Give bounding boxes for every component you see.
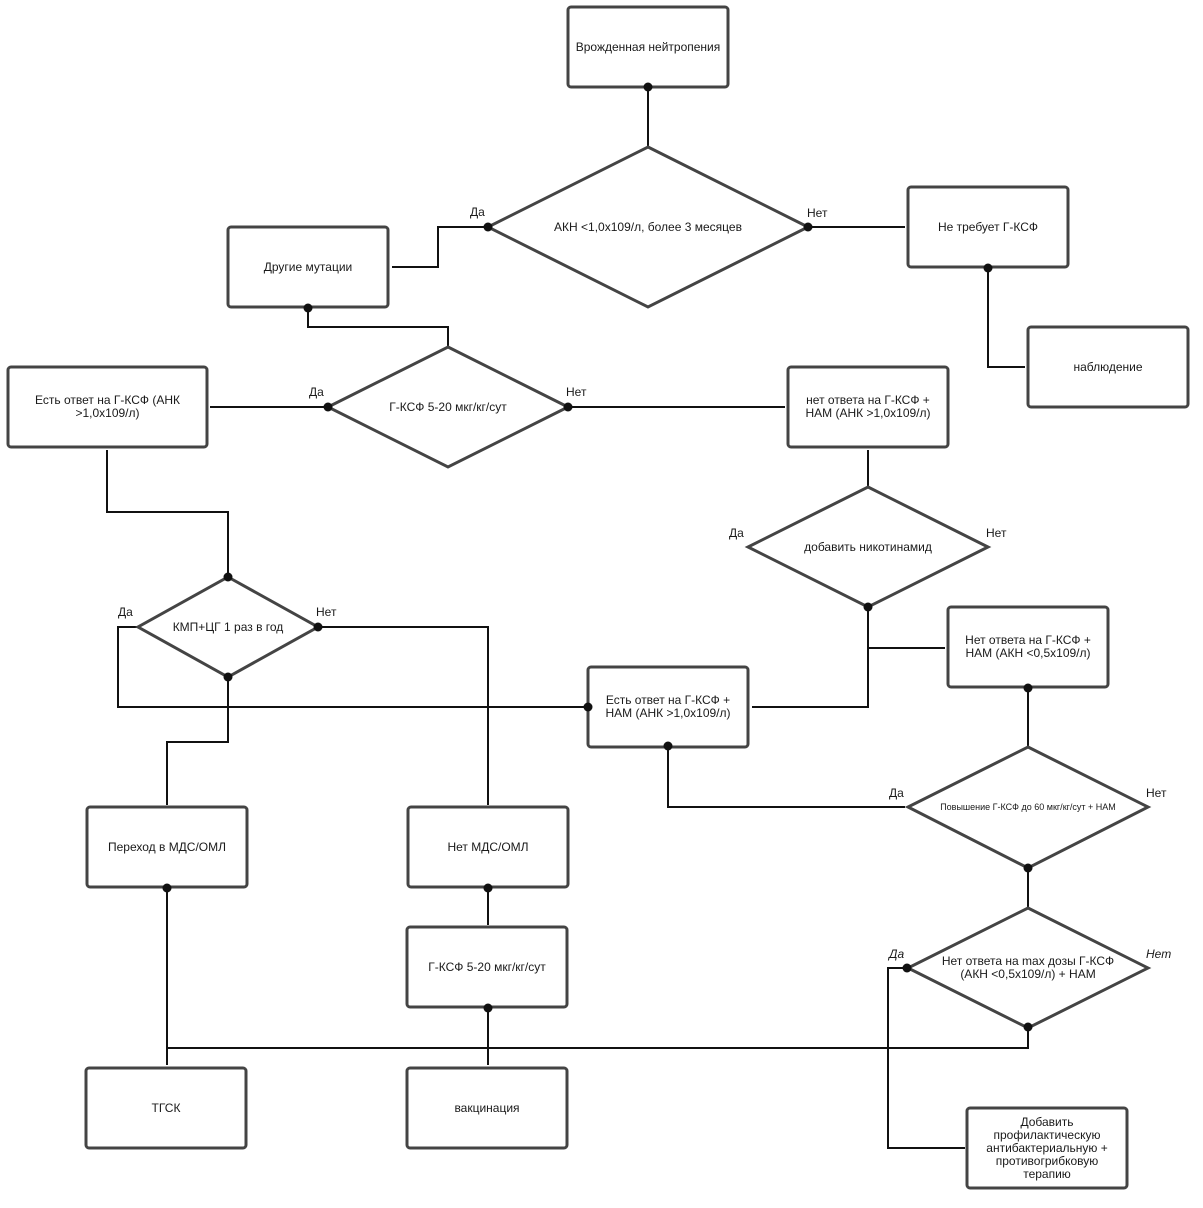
edge-max-yes-to-prophyl [887, 967, 965, 1149]
edge-other-to-gksf [307, 308, 449, 347]
node-no-response-nam[interactable] [786, 365, 950, 449]
dot [563, 402, 573, 412]
dot [803, 222, 813, 232]
decision-nicotinamide-label: добавить никотинамид [804, 539, 932, 554]
decision-kmp-label: КМП+ЦГ 1 раз в год [172, 619, 284, 634]
dot [303, 303, 313, 313]
dot [323, 402, 333, 412]
edge-label-kmp-no: Нет [316, 605, 337, 619]
node-no-response-nam2-label: Нет ответа на Г-КСФ + НАМ (АКН <0,5х109/… [965, 633, 1091, 660]
dot [483, 1003, 493, 1013]
dot [223, 572, 233, 582]
dot [1023, 863, 1033, 873]
node-mds-label: Переход в МДС/ОМЛ [107, 839, 227, 854]
node-tgsk-label: ТГСК [151, 1100, 181, 1115]
dot [1023, 683, 1033, 693]
edge-nogksf-to-observation [987, 268, 1025, 368]
decision-gksf-label: Г-КСФ 5-20 мкг/кг/сут [389, 399, 507, 414]
dot [483, 883, 493, 893]
node-observation-label: наблюдение [1073, 359, 1143, 374]
node-response-gksf-label: Есть ответ на Г-КСФ (АНК >1,0х109/л) [35, 393, 180, 420]
node-gksf-box-label: Г-КСФ 5-20 мкг/кг/сут [428, 959, 546, 974]
edge-label-raise-no: Нет [1146, 786, 1167, 800]
edge-label-raise-yes: Да [889, 786, 904, 800]
node-no-response-nam-label: нет ответа на Г-КСФ + НАМ (АНК >1,0х109/… [805, 393, 931, 420]
node-no-gksf-label: Не требует Г-КСФ [937, 219, 1039, 234]
decision-gksf[interactable] [324, 345, 572, 469]
edge-label-akn-yes: Да [470, 205, 485, 219]
edge-raise-yes-to-respnam [667, 746, 905, 808]
decision-max-dose-label: Нет ответа на max дозы Г-КСФ (АКН <0,5х1… [941, 954, 1115, 981]
dot [1023, 1022, 1033, 1032]
node-vaccination-label: вакцинация [454, 1100, 520, 1115]
edge-max-to-tgsk [167, 1027, 1029, 1049]
node-vaccination[interactable] [405, 1066, 569, 1150]
node-prophylaxis-label: Добавить профилактическую антибактериаль… [986, 1114, 1108, 1181]
dot [162, 883, 172, 893]
decision-akn[interactable] [484, 145, 812, 309]
edge-nico-to-respnam [752, 648, 869, 708]
node-observation[interactable] [1026, 325, 1190, 409]
node-other-mutations-label: Другие мутации [263, 259, 353, 274]
dot [983, 263, 993, 273]
dot [483, 222, 493, 232]
edge-kmp-yes-loop [117, 626, 588, 708]
edge-kmp-no-to-nomds [318, 626, 489, 805]
edge-akn-yes-to-other [392, 226, 488, 268]
edge-label-nico-yes: Да [729, 526, 744, 540]
node-response-nam-label: Есть ответ на Г-КСФ + НАМ (АНК >1,0х109/… [605, 693, 731, 720]
dot [313, 622, 323, 632]
node-tgsk[interactable] [84, 1066, 248, 1150]
dot [643, 82, 653, 92]
edge-label-gksf-no: Нет [566, 385, 587, 399]
dot [863, 602, 873, 612]
dot [223, 672, 233, 682]
edge-label-max-no: Нет [1146, 947, 1172, 961]
dot [583, 702, 593, 712]
node-no-mds-label: Нет МДС/ОМЛ [447, 839, 529, 854]
edge-label-max-yes: Да [889, 947, 905, 961]
edge-label-nico-no: Нет [986, 526, 1007, 540]
node-start-label: Врожденная нейтропения [575, 39, 721, 54]
decision-raise-dose-label: Повышение Г-КСФ до 60 мкг/кг/сут + НАМ [940, 802, 1116, 812]
edge-resp-to-kmp [106, 450, 229, 577]
dot [902, 963, 912, 973]
edge-kmp-to-mds [166, 677, 229, 805]
dot [663, 741, 673, 751]
node-prophylaxis[interactable] [965, 1106, 1129, 1190]
edge-label-kmp-yes: Да [118, 605, 133, 619]
edge-nico-to-noresp2 [867, 607, 945, 649]
edge-label-akn-no: Нет [807, 206, 828, 220]
node-response-gksf[interactable] [6, 365, 209, 449]
decision-akn-label: АКН <1,0х109/л, более 3 месяцев [554, 219, 742, 234]
edge-label-gksf-yes: Да [309, 385, 324, 399]
